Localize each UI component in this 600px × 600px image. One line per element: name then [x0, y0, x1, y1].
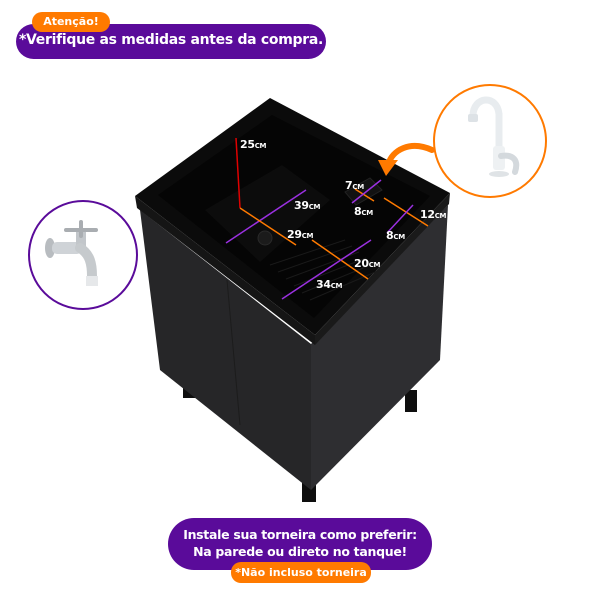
dim-label-soap-width: 8CM	[354, 205, 373, 218]
soap-dish	[344, 177, 383, 206]
dim-value: 8	[354, 205, 362, 218]
cabinet-leg	[405, 390, 417, 412]
dim-value: 12	[420, 208, 435, 221]
dim-line-bowl-depth	[239, 207, 297, 246]
bench-faucet-icon	[468, 96, 520, 177]
dim-line-soap-depth	[354, 188, 375, 202]
wall-faucet-circle	[28, 200, 138, 310]
dim-label-bowl-depth: 29CM	[287, 228, 314, 241]
bowl-floor	[205, 165, 330, 262]
dim-line-height	[235, 137, 241, 209]
wall-faucet-icon	[45, 220, 98, 286]
door-split	[226, 279, 241, 426]
dim-unit: CM	[368, 261, 381, 269]
dim-value: 8	[386, 229, 394, 242]
warning-banner: *Verifique as medidas antes da compra.	[16, 24, 326, 59]
dim-value: 20	[354, 257, 369, 270]
dim-line-washboard-depth	[311, 239, 369, 280]
drain	[257, 230, 273, 246]
dim-label-washboard-depth: 20CM	[354, 257, 381, 270]
bench-faucet-circle	[433, 84, 547, 198]
dim-value: 25	[240, 138, 255, 151]
dim-value: 7	[345, 179, 353, 192]
install-info-banner: Instale sua torneira como preferir: Na p…	[168, 518, 432, 570]
warning-text: *Verifique as medidas antes da compra.	[18, 32, 324, 48]
dim-unit: CM	[352, 183, 364, 191]
dim-label-shelf-depth: 12CM	[420, 208, 447, 221]
dim-line-washboard-width	[281, 239, 372, 300]
dim-line-shelf-width	[386, 204, 414, 234]
cabinet-right-face	[311, 205, 448, 490]
dim-label-shelf-width: 8CM	[386, 229, 405, 242]
dim-value: 29	[287, 228, 302, 241]
dim-label-soap-depth: 7CM	[345, 179, 364, 192]
dim-unit: CM	[308, 203, 321, 211]
dim-unit: CM	[361, 209, 373, 217]
cabinet-left-face	[140, 210, 311, 490]
dim-unit: CM	[301, 232, 314, 240]
dim-unit: CM	[330, 282, 343, 290]
dim-label-height: 25CM	[240, 138, 267, 151]
dim-unit: CM	[434, 212, 447, 220]
dim-unit: CM	[254, 142, 267, 150]
attention-badge: Atenção!	[32, 12, 110, 32]
dim-label-washboard-width: 34CM	[316, 278, 343, 291]
dim-value: 39	[294, 199, 309, 212]
faucet-not-included-badge: *Não incluso torneira	[231, 562, 371, 583]
sink-rim-front	[135, 196, 315, 345]
install-info-line-2: Na parede ou direto no tanque!	[193, 544, 407, 559]
dim-line-bowl-width	[225, 189, 307, 244]
sink-rim-side	[315, 193, 450, 345]
dim-unit: CM	[393, 233, 405, 241]
dim-value: 34	[316, 278, 331, 291]
arrow-head	[378, 160, 398, 176]
install-info-line-1: Instale sua torneira como preferir:	[183, 527, 417, 542]
dim-label-bowl-width: 39CM	[294, 199, 321, 212]
dim-line-soap-width	[351, 179, 382, 204]
